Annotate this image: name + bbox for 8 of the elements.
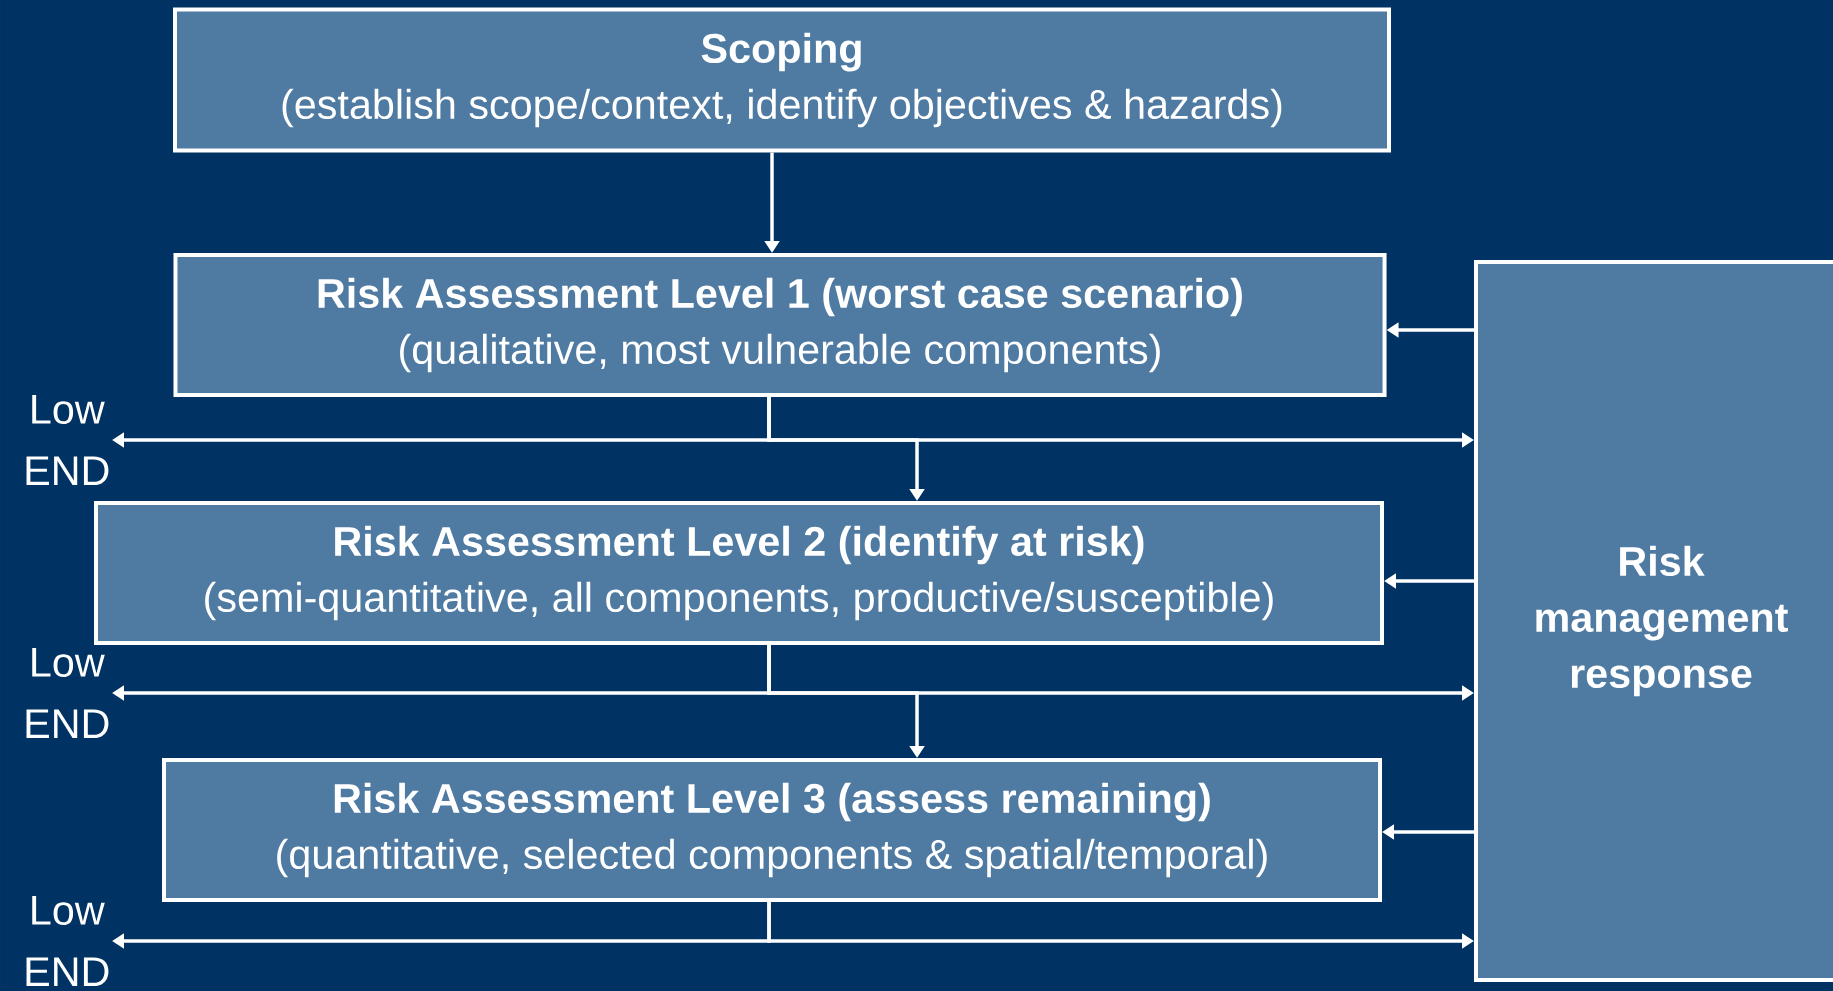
end-label: Low END	[26, 395, 109, 485]
response-box: Risk management response	[1474, 260, 1833, 982]
process-box: Risk Assessment Level 3 (assess remaining) (quantitative, selected components & spatial/temporal)	[162, 758, 1382, 902]
end-label: Low END	[26, 896, 109, 986]
process-box: Scoping (establish scope/context, identify objectives & hazards)	[173, 7, 1391, 153]
process-box: Risk Assessment Level 1 (worst case scenario) (qualitative, most vulnerable components)	[173, 253, 1387, 397]
end-label: Low END	[26, 648, 109, 738]
process-box: Risk Assessment Level 2 (identify at risk) (semi-quantitative, all components, productive/susceptible)	[94, 501, 1384, 645]
